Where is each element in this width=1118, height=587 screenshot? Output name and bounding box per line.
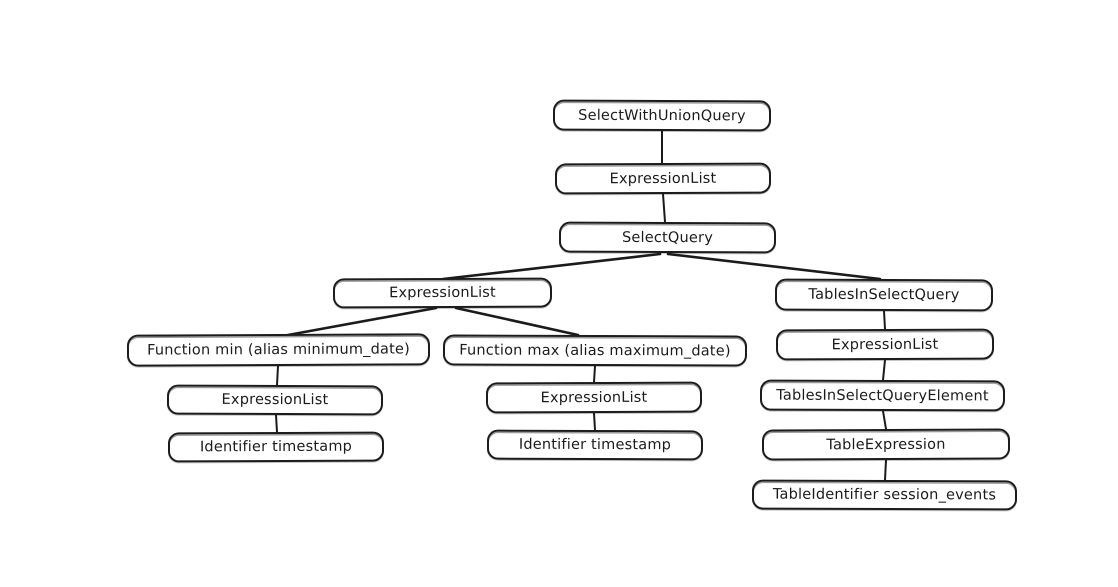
- node-tables-in-select-query: TablesInSelectQuery: [774, 278, 994, 312]
- node-label: TableExpression: [826, 436, 946, 453]
- node-label: ExpressionList: [540, 389, 648, 406]
- edge-expressionlist-selectquery: [662, 193, 666, 223]
- node-label: ExpressionList: [221, 391, 329, 409]
- node-expression-list-max-args: ExpressionList: [485, 381, 703, 414]
- node-table-expression: TableExpression: [761, 428, 1011, 461]
- edge-selectquery-tablesinselectquery: [666, 252, 882, 281]
- edge-tablesinselectqueryelement-tableexpression: [882, 410, 887, 430]
- node-function-min: Function min (alias minimum_date): [126, 333, 431, 367]
- node-expression-list-columns: ExpressionList: [332, 277, 553, 309]
- edge-functionmin-expressionlist: [276, 365, 279, 386]
- node-table-identifier-session-events: TableIdentifier session_events: [751, 479, 1018, 511]
- node-label: Identifier timestamp: [199, 438, 353, 456]
- edge-expressionlist-functionmax: [454, 306, 580, 337]
- edge-tableexpression-tableidentifier: [884, 459, 887, 481]
- node-expression-list-min-args: ExpressionList: [166, 384, 384, 416]
- edge-functionmax-expressionlist: [593, 365, 596, 383]
- node-expression-list-tables: ExpressionList: [775, 328, 995, 361]
- node-function-max: Function max (alias maximum_date): [442, 334, 748, 367]
- node-label: SelectQuery: [621, 229, 714, 246]
- node-expression-list-root: ExpressionList: [554, 162, 772, 195]
- node-label: TablesInSelectQuery: [808, 286, 960, 304]
- node-label: ExpressionList: [831, 336, 939, 353]
- edge-tablesinselectquery-expressionlist: [883, 310, 886, 330]
- node-label: SelectWithUnionQuery: [578, 107, 746, 124]
- edge-selectquery-expressionlist-left: [441, 252, 662, 281]
- node-label: ExpressionList: [609, 170, 717, 187]
- node-select-query: SelectQuery: [558, 221, 777, 254]
- edge-expressionlist-tablesinselectqueryelement: [882, 359, 886, 381]
- node-label: ExpressionList: [389, 284, 496, 302]
- node-tables-in-select-query-element: TablesInSelectQueryElement: [759, 379, 1006, 412]
- node-label: TableIdentifier session_events: [772, 486, 997, 504]
- node-label: Function max (alias maximum_date): [459, 342, 731, 359]
- node-label: Identifier timestamp: [518, 436, 672, 454]
- node-label: Function min (alias minimum_date): [147, 341, 410, 359]
- node-label: TablesInSelectQueryElement: [776, 387, 989, 404]
- edge-expressionlist-identifiertimestamp-left: [275, 414, 278, 433]
- node-identifier-timestamp-min: Identifier timestamp: [167, 431, 385, 463]
- node-select-with-union-query: SelectWithUnionQuery: [552, 99, 772, 132]
- edge-expressionlist-identifiertimestamp-mid: [593, 412, 596, 431]
- edge-expressionlist-functionmin: [286, 306, 438, 337]
- node-identifier-timestamp-max: Identifier timestamp: [486, 429, 704, 461]
